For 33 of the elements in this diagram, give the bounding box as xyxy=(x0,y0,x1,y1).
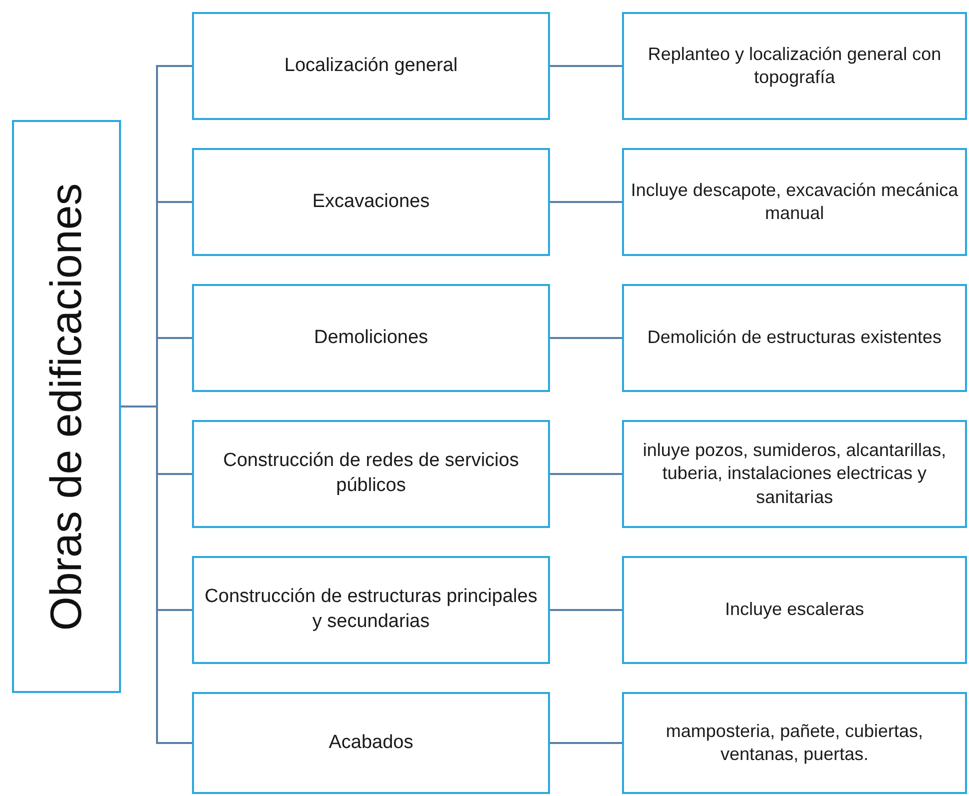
title-text: Obras de edificaciones xyxy=(42,182,92,630)
connector-line xyxy=(550,609,622,611)
box-text: Acabados xyxy=(328,730,414,755)
category-box xyxy=(622,284,967,392)
box-text: mamposteria, pañete, cubiertas, ventanas, puertas. xyxy=(664,720,924,766)
box-text: Incluye escaleras xyxy=(724,598,864,622)
box-text: inluye pozos, sumideros, alcantarillas, tuberia, instalaciones electricas y sanitarias xyxy=(642,438,948,509)
category-box xyxy=(192,556,550,664)
category-box xyxy=(622,148,967,256)
category-box xyxy=(192,692,550,794)
box-text: Construcción de redes de servicios públicos xyxy=(222,449,520,498)
category-box xyxy=(622,420,967,528)
category-box xyxy=(192,12,550,120)
connector-line xyxy=(550,65,622,67)
connector-line xyxy=(121,406,192,744)
box-text: Demoliciones xyxy=(314,326,428,350)
category-box xyxy=(192,284,550,392)
box-text: Demolición de estructuras existentes xyxy=(647,326,942,350)
connector-line xyxy=(550,337,622,339)
connector-line xyxy=(550,201,622,203)
box-text: Excavaciones xyxy=(312,190,430,214)
connector-line xyxy=(550,473,622,475)
category-box xyxy=(192,420,550,528)
category-box xyxy=(192,148,550,256)
category-box xyxy=(622,692,967,794)
title-box xyxy=(12,120,121,693)
box-text: Incluye descapote, excavación mecánica manual xyxy=(630,178,959,225)
category-box xyxy=(622,556,967,664)
box-text: Localización general xyxy=(284,54,458,78)
connector-line xyxy=(550,742,622,744)
category-box xyxy=(622,12,967,120)
box-text: Construcción de estructuras principales y secundarias xyxy=(204,585,538,634)
box-text: Replanteo y localización general con topografía xyxy=(646,42,942,89)
